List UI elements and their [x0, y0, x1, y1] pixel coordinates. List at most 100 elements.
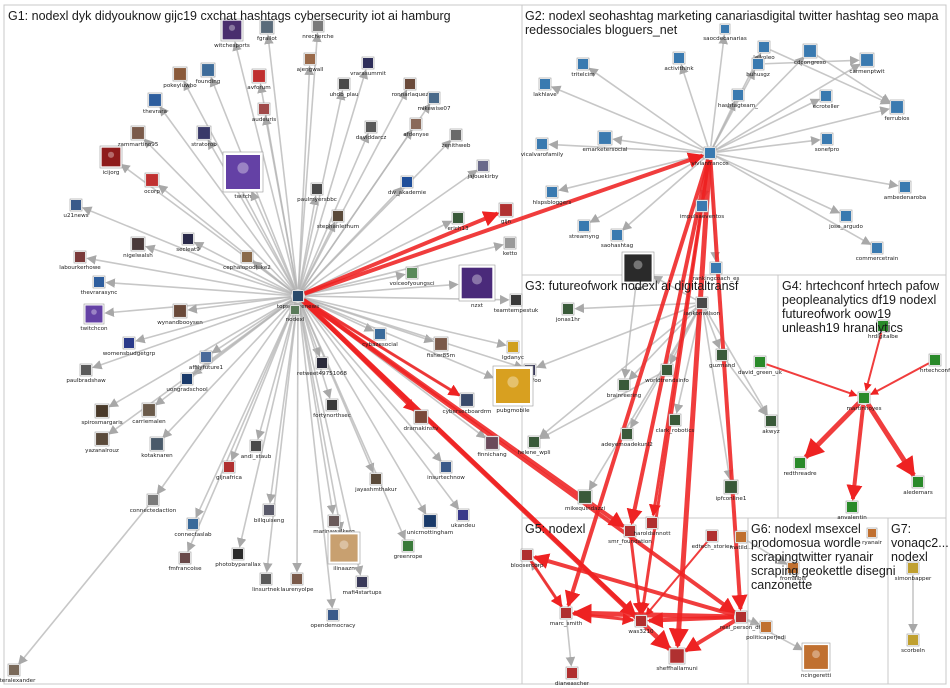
node-ryanair[interactable]: ryanair [862, 527, 883, 546]
node-mafi4startups[interactable]: mafi4startups [343, 575, 382, 596]
node-huhusgz[interactable]: huhusgz [746, 57, 770, 78]
node-nigelwalsh[interactable]: nigelwalsh [123, 236, 153, 259]
node-david_green_uk[interactable]: david_green_uk [738, 355, 783, 376]
node-uongradschool[interactable]: uongradschool [166, 372, 208, 393]
node-nrecherche[interactable]: nrecherche [302, 19, 334, 40]
node-akwyz[interactable]: akwyz [762, 414, 780, 435]
node-saocdecanarias[interactable]: saocdecanarias [703, 23, 747, 42]
node-ferrubios[interactable]: ferrubios [885, 99, 910, 122]
node-fortynorthsec[interactable]: fortynorthsec [313, 398, 351, 419]
node-vivianfrancos[interactable]: vivianfrancos [691, 146, 729, 167]
node-nodexl[interactable]: nodexl [286, 304, 305, 323]
node-pubgmobile[interactable]: pubgmobile [492, 365, 534, 414]
node-ukandeu[interactable]: ukandeu [451, 508, 476, 529]
node-dianeascher[interactable]: dianeascher [555, 666, 590, 687]
node-was3210[interactable]: was3210 [628, 614, 654, 635]
node-founding[interactable]: founding [196, 62, 221, 85]
node-linsurtnek[interactable]: linsurtnek [252, 572, 281, 593]
node-wef[interactable]: wef [621, 251, 655, 292]
node-stephanlethum[interactable]: stephanlethum [317, 209, 359, 230]
node-marc_smith[interactable]: marc_smith [550, 606, 583, 627]
node-retweet49751068[interactable]: retweet49751068 [297, 356, 347, 377]
node-scorbeln[interactable]: scorbeln [901, 633, 925, 654]
node-twitchcon[interactable]: twitchcon [80, 303, 108, 332]
node-icijorg[interactable]: icijorg [99, 145, 123, 176]
node-politicaperjedi[interactable]: politicaperjedi [746, 620, 786, 641]
node-redthreadre[interactable]: redthreadre [783, 456, 817, 477]
node-tritelcim[interactable]: tritelcim [571, 57, 595, 78]
node-stratorob[interactable]: stratorob [191, 125, 217, 148]
node-witchesports[interactable]: witchesports [214, 18, 250, 49]
node-labourkerhowe[interactable]: labourkerhowe [59, 250, 101, 271]
node-audeuris[interactable]: audeuris [252, 102, 276, 123]
node-finnichang[interactable]: finnichang [477, 435, 507, 458]
node-wynandbooysen[interactable]: wynandbooysen [157, 303, 203, 326]
node-ketto[interactable]: ketto [503, 236, 518, 257]
node-fmfrancoise[interactable]: fmfrancoise [168, 551, 202, 572]
node-paulmyersbbc[interactable]: paulmyersbbc [297, 182, 337, 203]
node-fromalbis[interactable]: fromalbis [780, 561, 806, 582]
node-yazanalrouz[interactable]: yazanalrouz [85, 431, 119, 454]
node-ilinaazn[interactable]: ilinaazn [327, 531, 361, 572]
node-zenithweb[interactable]: zenithweb [442, 128, 471, 149]
node-cdcongreso[interactable]: cdcongreso [794, 43, 827, 66]
node-rankingcoach_es[interactable]: rankingcoach_es [693, 261, 740, 282]
node-matilda[interactable]: matild... [729, 530, 753, 551]
node-ipfconline1[interactable]: ipfconline1 [716, 479, 747, 502]
node-mikequindazzi[interactable]: mikequindazzi [565, 489, 606, 512]
node-streamyng[interactable]: streamyng [569, 219, 599, 240]
node-sonefpro[interactable]: sonefpro [815, 132, 840, 153]
node-smr_foundation[interactable]: smr_foundation [608, 524, 652, 545]
node-hrdigitalbe[interactable]: hrdigitalbe [868, 319, 899, 340]
node-avforum[interactable]: avforum [247, 68, 271, 91]
node-thevrara[interactable]: thevrara [143, 92, 167, 115]
node-iankonwilson[interactable]: iankonwilson [684, 296, 721, 317]
node-daviddarcz[interactable]: daviddarcz [356, 120, 387, 141]
node-brainreering[interactable]: brainreering [607, 378, 642, 399]
node-ocorp[interactable]: ocorp [144, 172, 160, 195]
node-ecroteller[interactable]: ecroteller [813, 89, 840, 110]
node-hlspsbloggers[interactable]: hlspsbloggers [533, 185, 572, 206]
node-ncingeretti[interactable]: ncingeretti [801, 642, 832, 679]
node-emarketersocial[interactable]: emarketersocial [583, 130, 628, 153]
node-deteralexander[interactable]: deteralexander [0, 663, 36, 684]
node-guzmand[interactable]: guzmand [709, 348, 735, 369]
node-connectedaction[interactable]: connectedaction [130, 493, 177, 514]
node-dw_akademie[interactable]: dw_akademie [388, 175, 427, 196]
node-affilyfuture1[interactable]: affilyfuture1 [189, 350, 224, 371]
node-nzxt[interactable]: nzxt [458, 264, 496, 309]
node-carriemalen[interactable]: carriemalen [132, 402, 166, 425]
node-vicalvarofamily[interactable]: vicalvarofamily [521, 137, 564, 158]
node-thevrarasync[interactable]: thevrarasync [81, 275, 118, 296]
node-adeyemoadekunl2[interactable]: adeyemoadekunl2 [601, 427, 653, 448]
node-carmenptwit[interactable]: carmenptwit [849, 52, 885, 75]
node-helene_wpli[interactable]: helene_wpli [518, 435, 551, 456]
node-gijnafrica[interactable]: gijnafrica [216, 460, 242, 481]
node-mikewise07[interactable]: mikewise07 [417, 91, 451, 112]
node-lakhlave[interactable]: lakhlave [533, 77, 557, 98]
node-paulbradshaw[interactable]: paulbradshaw [66, 363, 106, 384]
node-lgdanyc[interactable]: lgdanyc [502, 340, 524, 361]
node-womensbudgetgrp[interactable]: womensbudgetgrp [103, 336, 156, 357]
node-voiceofyoungsci[interactable]: voiceofyoungsci [389, 266, 435, 287]
node-cybersecboardrm[interactable]: cybersecboardrm [443, 392, 492, 415]
node-martinhoyes[interactable]: martinhoyes [846, 391, 882, 412]
node-unicrnottingham[interactable]: unicrnottingham [407, 513, 453, 536]
node-real_person_dh[interactable]: real_person_dh [720, 610, 763, 631]
node-u21news[interactable]: u21news [63, 198, 89, 219]
node-jose_argudo[interactable]: jose_argudo [828, 209, 863, 230]
node-hashtagteam_[interactable]: hashtagteam_ [718, 88, 758, 109]
node-greenrope[interactable]: greenrope [394, 539, 423, 560]
node-sheffhallamuni[interactable]: sheffhallamuni [656, 647, 698, 672]
node-anvalentin[interactable]: anvalentin [837, 500, 867, 521]
node-cybazesocial[interactable]: cybazesocial [362, 327, 398, 348]
node-gijn[interactable]: gijn [498, 202, 514, 225]
node-insurtechnow[interactable]: insurtechnow [427, 460, 465, 481]
node-connectaslab[interactable]: connectaslab [174, 517, 212, 538]
node-kotaknaren[interactable]: kotaknaren [141, 436, 173, 459]
node-aledemars[interactable]: aledemars [903, 475, 933, 496]
node-jonas1hr[interactable]: jonas1hr [555, 302, 581, 323]
node-secleat9[interactable]: secleat9 [176, 232, 200, 253]
node-fgrallot[interactable]: fgrallot [257, 19, 278, 42]
node-dramakinstv[interactable]: dramakinstv [404, 409, 440, 432]
